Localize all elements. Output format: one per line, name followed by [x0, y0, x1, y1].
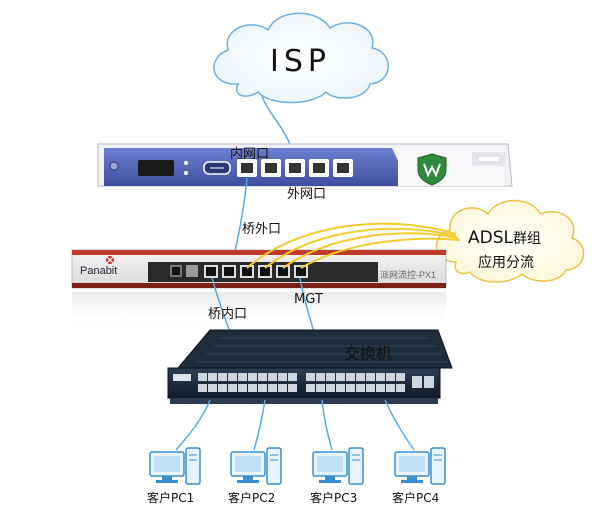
- switch-label: 交换机: [344, 344, 393, 363]
- inner-port-label: 内网口: [230, 147, 270, 162]
- bridge-outer-label: 桥外口: [242, 222, 282, 237]
- mgt-label: MGT: [294, 292, 323, 307]
- adsl-subtitle: 应用分流: [478, 255, 534, 271]
- panabit-ports: [170, 265, 308, 278]
- bridge-inner-label: 桥内口: [208, 307, 248, 322]
- panabit-brand: Panabit: [80, 265, 118, 277]
- client-pc-3-label: 客户PC3: [310, 491, 358, 505]
- adsl-cloud: [435, 199, 585, 283]
- client-pc-4: [394, 447, 446, 485]
- router-device: [97, 143, 513, 187]
- panabit-device: [71, 249, 447, 332]
- shield-logo-icon: [417, 153, 447, 186]
- client-links: [175, 399, 415, 451]
- client-pc-4-label: 客户PC4: [392, 491, 440, 505]
- adsl-title-suffix: 群组: [512, 231, 541, 247]
- client-pc-1: [149, 447, 201, 485]
- client-pc-3: [312, 447, 364, 485]
- client-pc-1-label: 客户PC1: [147, 491, 195, 505]
- client-pc-2-label: 客户PC2: [228, 491, 276, 505]
- router-ports: [237, 159, 353, 177]
- client-pc-2: [230, 447, 282, 485]
- outer-port-label: 外网口: [287, 187, 327, 202]
- adsl-links: [246, 222, 461, 269]
- isp-cloud: [213, 12, 389, 104]
- adsl-title: ADSL群组: [468, 228, 541, 248]
- switch-device: [167, 329, 453, 404]
- switch-ports: [198, 373, 434, 392]
- panabit-logo-icon: [106, 256, 114, 264]
- panabit-model: 派网流控-PX1: [380, 270, 437, 280]
- adsl-title-main: ADSL: [468, 228, 513, 248]
- isp-label: ISP: [270, 44, 331, 79]
